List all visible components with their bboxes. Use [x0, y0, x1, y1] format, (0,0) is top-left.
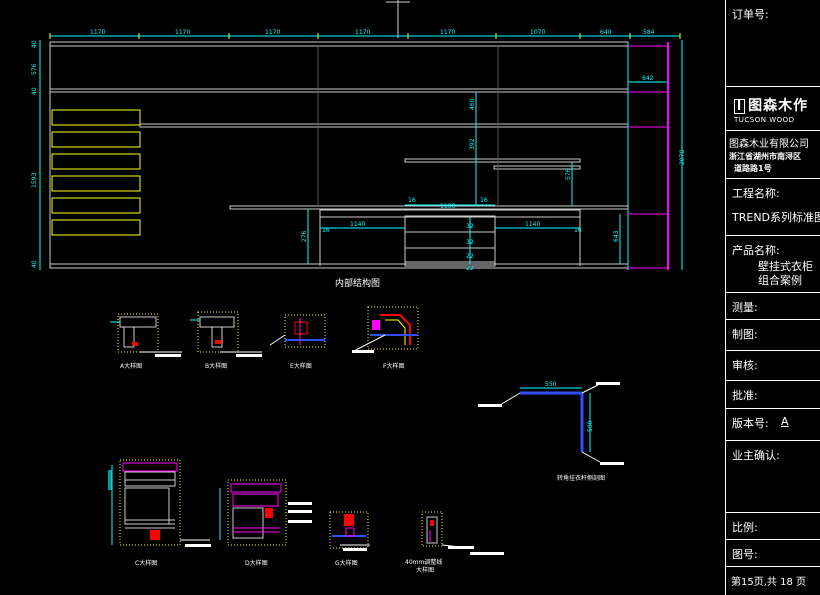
dim-top-3: 1170 [265, 29, 280, 36]
version-value: A [781, 415, 789, 428]
corner-dim-v: 590 [587, 420, 594, 432]
dim-top-4: 1170 [355, 29, 370, 36]
detail-e: E大样图 [269, 314, 326, 370]
measure-label: 测量: [732, 301, 758, 314]
company-name: 图森木业有限公司 [729, 139, 809, 150]
cad-drawing: 1170 1170 1170 1170 1170 1070 640 584 40… [31, 0, 686, 574]
dim-top-5: 1170 [440, 29, 455, 36]
company-address-2: 道路路1号 [734, 164, 772, 173]
dim-left-5: 40 [31, 260, 38, 268]
detail-b-label: B大样图 [205, 362, 227, 370]
scale-cell: 比例: [726, 512, 820, 539]
product-label: 产品名称: [732, 244, 780, 257]
dim-top-1: 1170 [90, 29, 105, 36]
dim-v-16c: 16 [408, 197, 416, 204]
version-label: 版本号: [732, 417, 769, 430]
approve-cell: 批准: [726, 380, 820, 408]
corner-label: 转角挂衣杆侧剖图 [557, 474, 605, 482]
detail-g-label: G大样图 [335, 559, 358, 567]
detail-e-label: E大样图 [290, 362, 312, 370]
drawing-no-cell: 图号: [726, 539, 820, 566]
dim-left-3: 40 [31, 87, 38, 95]
dim-v-16d: 16 [480, 197, 488, 204]
corner-hanger-section: 550 590 转角挂衣杆侧剖图 [478, 381, 624, 482]
detail-f: F大样图 [351, 306, 419, 370]
page-cell: 第15页,共 18 页 [726, 566, 820, 595]
draw-cell: 制图: [726, 319, 820, 350]
dim-top-8: 584 [643, 29, 655, 36]
detail-c: C大样图 [108, 459, 211, 567]
order-label: 订单号: [732, 8, 769, 21]
right-dimension-line: 2070 642 [628, 40, 686, 270]
detail-a: A大样图 [110, 313, 182, 370]
dim-mid-1140a: 1140 [350, 221, 365, 228]
dim-left-2: 576 [31, 63, 38, 75]
left-dimension-line: 40 576 40 1593 40 [31, 40, 41, 270]
interior-dim-lines [307, 92, 621, 264]
detail-h: 40mm调整线 大样图 [405, 511, 504, 574]
product-cell: 产品名称: 壁挂式衣柜 组合案例 [726, 235, 820, 292]
corner-dim-h: 550 [545, 381, 557, 388]
detail-f-label: F大样图 [383, 362, 404, 370]
cabinet-structure [49, 41, 669, 270]
dim-top-7: 640 [600, 29, 612, 36]
version-cell: 版本号: A [726, 408, 820, 440]
product-value-2: 组合案例 [758, 274, 802, 287]
top-dimension-line: 1170 1170 1170 1170 1170 1070 640 584 [49, 29, 681, 39]
detail-c-label: C大样图 [135, 559, 157, 567]
detail-h-label-1: 40mm调整线 [405, 558, 442, 566]
detail-d-label: D大样图 [245, 559, 268, 567]
drawing-no-label: 图号: [732, 548, 758, 561]
project-value: TREND系列标准图 [732, 211, 820, 224]
logo-sub: TUCSON WOOD [734, 116, 795, 124]
dim-v-643: 643 [613, 230, 620, 242]
dim-mid-1130: 1130 [440, 203, 455, 210]
project-label: 工程名称: [732, 187, 780, 200]
dim-v-276: 276 [301, 230, 308, 242]
dim-v-576: 576 [565, 168, 572, 180]
detail-h-label-2: 大样图 [416, 566, 434, 574]
dim-v-16a: 16 [322, 227, 330, 234]
owner-label: 业主确认: [732, 449, 780, 462]
review-label: 审核: [732, 359, 758, 372]
dim-top-2: 1170 [175, 29, 190, 36]
approve-label: 批准: [732, 389, 758, 402]
draw-label: 制图: [732, 328, 758, 341]
dim-right-total: 2070 [679, 150, 686, 165]
main-view-title: 内部结构图 [335, 277, 380, 289]
dim-mid-1140b: 1140 [525, 221, 540, 228]
page-label: 第15页,共 18 页 [731, 577, 806, 588]
dim-v-392: 392 [469, 138, 476, 150]
measure-cell: 测量: [726, 292, 820, 319]
dim-left-4: 1593 [31, 173, 38, 188]
dim-v-22b: 22 [466, 265, 474, 272]
scale-label: 比例: [732, 521, 758, 534]
detail-g: G大样图 [329, 511, 370, 567]
dim-right-small: 642 [642, 75, 654, 82]
order-cell: 订单号: [726, 0, 820, 86]
dim-v-460: 460 [469, 98, 476, 110]
detail-a-label: A大样图 [120, 362, 142, 370]
detail-b: B大样图 [190, 311, 262, 370]
project-cell: 工程名称: TREND系列标准图 [726, 178, 820, 235]
product-value-1: 壁挂式衣柜 [758, 260, 813, 273]
owner-cell: 业主确认: [726, 440, 820, 512]
dim-v-16b: 16 [574, 227, 582, 234]
company-cell: 图森木业有限公司 浙江省湖州市南浔区 道路路1号 [726, 130, 820, 178]
dim-left-1: 40 [31, 40, 38, 48]
company-address-1: 浙江省湖州市南浔区 [729, 152, 801, 161]
dim-top-6: 1070 [530, 29, 545, 36]
detail-d: D大样图 [219, 479, 312, 567]
review-cell: 审核: [726, 350, 820, 380]
